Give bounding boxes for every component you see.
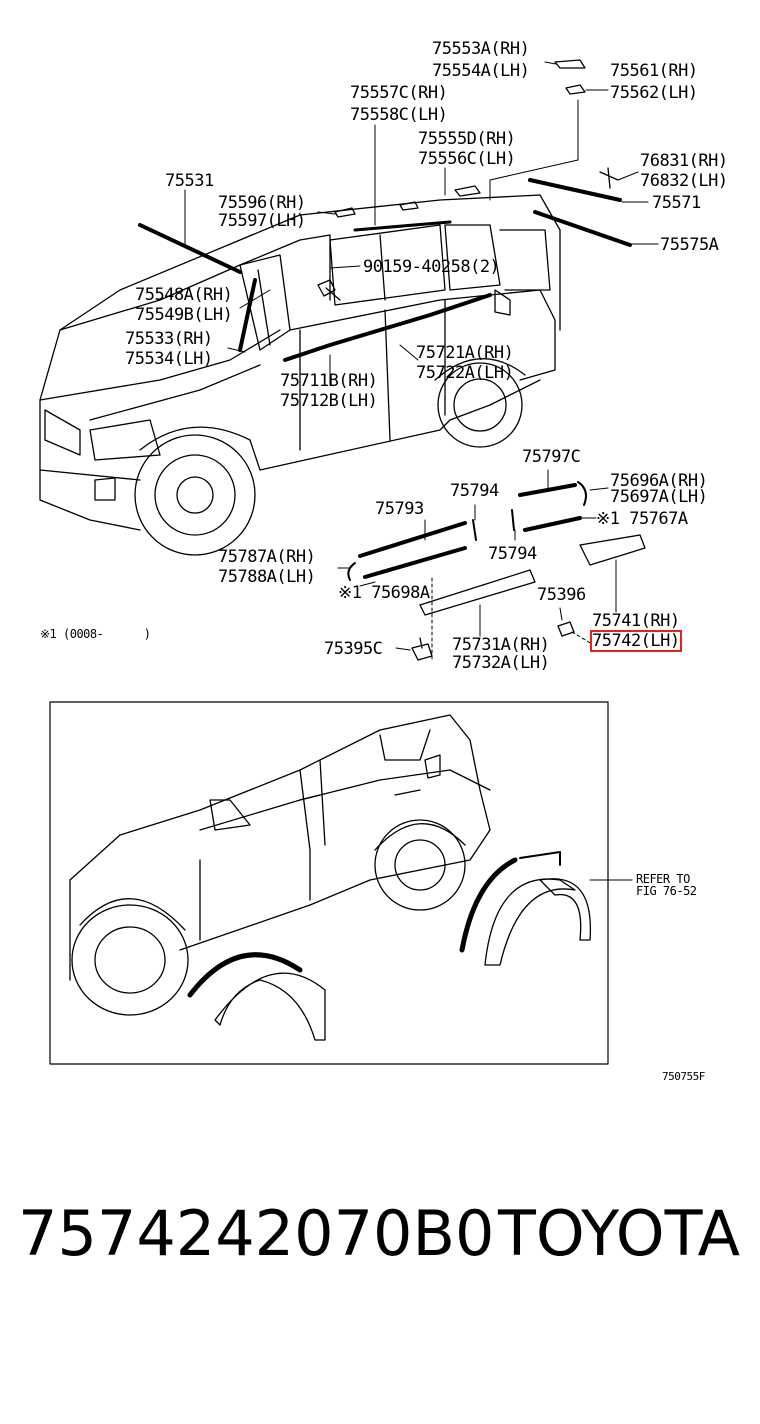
brand-name: TOYOTA <box>498 1197 741 1270</box>
vehicle-drawing-inset <box>69 714 633 1041</box>
label-75554A: 75554A(LH) <box>432 61 530 81</box>
label-75721A: 75721A(RH) <box>416 343 514 363</box>
label-75732A: 75732A(LH) <box>452 653 550 673</box>
label-75562: 75562(LH) <box>610 83 698 103</box>
label-75533: 75533(RH) <box>125 329 213 349</box>
label-75555D: 75555D(RH) <box>418 129 516 149</box>
label-75767A: ※1 75767A <box>596 509 688 529</box>
label-75553A: 75553A(RH) <box>432 39 530 59</box>
inset-frame <box>49 701 609 1065</box>
label-75549B: 75549B(LH) <box>135 305 233 325</box>
label-75794-bottom: 75794 <box>488 544 537 564</box>
label-75696A: 75696A(RH) <box>610 471 708 491</box>
label-75712B: 75712B(LH) <box>280 391 378 411</box>
label-75741: 75741(RH) <box>592 611 680 631</box>
label-75531: 75531 <box>165 171 214 191</box>
label-75596: 75596(RH) <box>218 193 306 213</box>
refer-line-1: REFER TO <box>636 872 690 886</box>
figure-code: 750755F <box>662 1070 705 1083</box>
part-number: 7574242070B0 <box>18 1197 495 1270</box>
label-75722A: 75722A(LH) <box>416 363 514 383</box>
label-90159: 90159-40258(2) <box>363 257 500 277</box>
caption: 7574242070B0 TOYOTA <box>18 1196 758 1276</box>
label-75558C: 75558C(LH) <box>350 105 448 125</box>
label-75731A: 75731A(RH) <box>452 635 550 655</box>
label-76831: 76831(RH) <box>640 151 728 171</box>
label-75561: 75561(RH) <box>610 61 698 81</box>
label-75698A: ※1 75698A <box>338 583 430 603</box>
vehicle-drawing-top <box>39 59 632 556</box>
parts-diagram <box>39 59 659 1065</box>
label-75548A: 75548A(RH) <box>135 285 233 305</box>
parts-group-middle <box>337 469 646 661</box>
leader-lines-top <box>184 61 659 386</box>
label-75597: 75597(LH) <box>218 211 306 231</box>
label-75556C: 75556C(LH) <box>418 149 516 169</box>
label-75794-top: 75794 <box>450 481 499 501</box>
footnote: ※1 (0008- ) <box>40 627 151 641</box>
label-75788A: 75788A(LH) <box>218 567 316 587</box>
label-75711B: 75711B(RH) <box>280 371 378 391</box>
label-75787A: 75787A(RH) <box>218 547 316 567</box>
label-75557C: 75557C(RH) <box>350 83 448 103</box>
refer-line-2: FIG 76-52 <box>636 884 697 898</box>
label-75797C: 75797C <box>522 447 581 467</box>
label-75534: 75534(LH) <box>125 349 213 369</box>
label-75793: 75793 <box>375 499 424 519</box>
label-75697A: 75697A(LH) <box>610 487 708 507</box>
label-75742-highlighted: 75742(LH) <box>590 630 682 652</box>
label-75575A: 75575A <box>660 235 719 255</box>
label-76832: 76832(LH) <box>640 171 728 191</box>
label-75396: 75396 <box>537 585 586 605</box>
label-75395C: 75395C <box>324 639 383 659</box>
label-75571: 75571 <box>652 193 701 213</box>
